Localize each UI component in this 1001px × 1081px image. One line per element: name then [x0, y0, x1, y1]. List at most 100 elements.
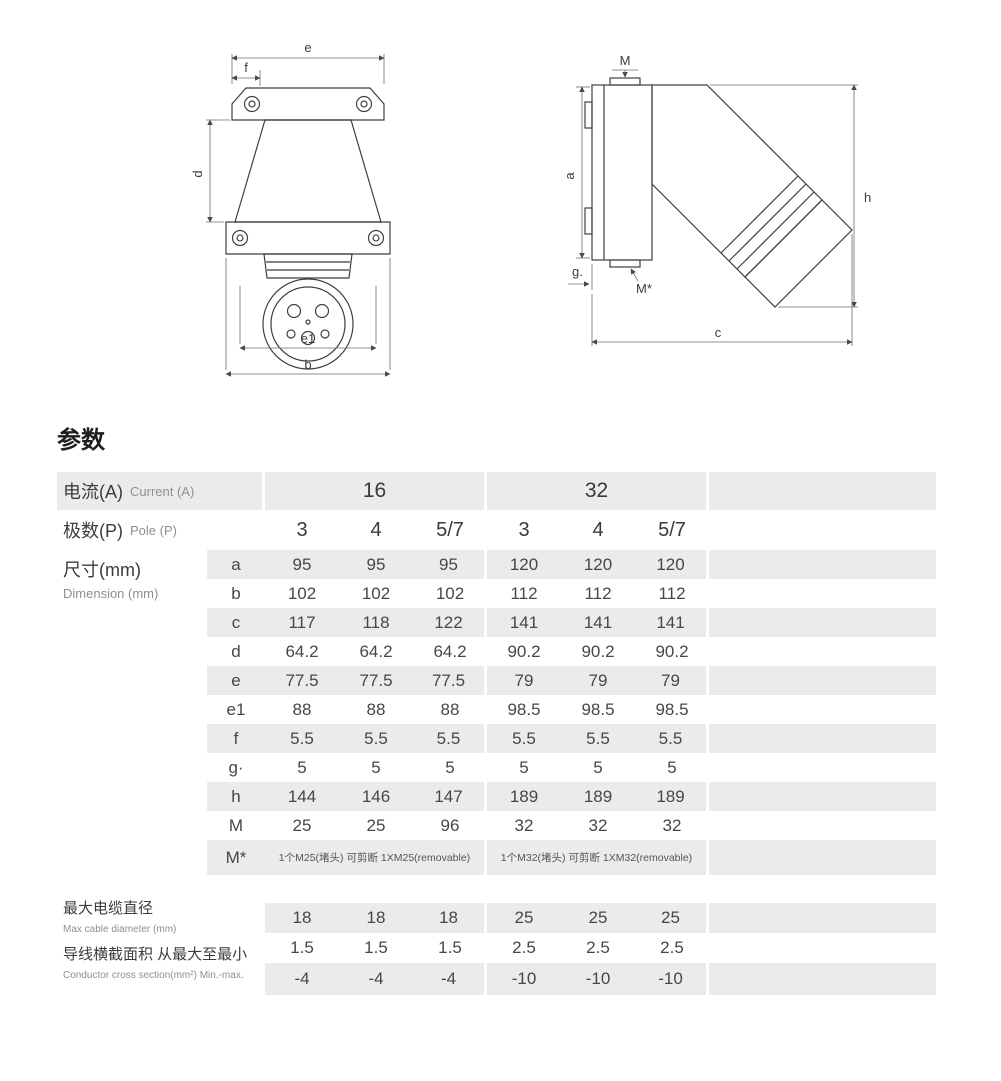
dimension-value: 96 — [440, 815, 460, 835]
pin — [300, 330, 316, 346]
front-view-dimension-lines — [206, 54, 391, 377]
max-cable-label: 最大电缆直径 Max cable diameter (mm) — [57, 900, 265, 935]
collar-outline — [263, 253, 353, 279]
dimension-value: 5.5 — [487, 724, 561, 753]
side-view-drawing: M a g. M* h c — [562, 53, 871, 346]
dimension-value: 102 — [435, 583, 465, 603]
dimension-value: 5 — [667, 757, 677, 777]
spacer — [57, 811, 207, 840]
pin — [305, 319, 311, 325]
dimension-key: a — [207, 550, 265, 579]
dimension-value: 98.5 — [507, 699, 541, 719]
max-cable-label-en: Max cable diameter (mm) — [63, 924, 177, 935]
dimension-value: 79 — [561, 666, 635, 695]
dimension-value: 102 — [287, 583, 317, 603]
table-trailing-cell — [709, 637, 936, 666]
table-row-m-star: M* 1个M25(堵头) 可剪断 1XM25(removable) 1个M32(… — [57, 840, 936, 875]
dimension-value: 95 — [265, 550, 339, 579]
side-view-labels: M a g. M* h c — [562, 53, 871, 340]
table-row: b 102 102 102 112 112 112 — [57, 579, 936, 608]
table-row: e 77.5 77.5 77.5 79 79 79 — [57, 666, 936, 695]
m-star-32-note: 1个M32(堵头) 可剪断 1XM32(removable) — [487, 840, 709, 875]
dimension-value: 79 — [635, 666, 709, 695]
screw-hole — [367, 229, 385, 247]
dimension-value: 120 — [487, 550, 561, 579]
front-view-geometry — [225, 87, 391, 370]
table-trailing-cell — [709, 724, 936, 753]
mount-tab — [584, 101, 593, 129]
spacer — [57, 840, 207, 875]
conductor-label-en: Conductor cross section(mm²) Min.-max. — [63, 970, 244, 981]
pole-label: 极数(P) Pole (P) — [57, 510, 265, 550]
m-star-16-note: 1个M25(堵头) 可剪断 1XM25(removable) — [265, 840, 487, 875]
screw-hole — [231, 229, 249, 247]
table-row-conductor: 导线横截面积 从最大至最小 Conductor cross section(mm… — [57, 933, 936, 995]
table-trailing-cell — [709, 579, 936, 608]
spacer — [57, 782, 207, 811]
dimension-value: 112 — [584, 583, 612, 603]
dim-label-d: d — [190, 170, 205, 177]
max-cable-value: 25 — [561, 903, 635, 933]
table-trailing-cell — [709, 608, 936, 637]
dimension-value: 88 — [440, 699, 460, 719]
table-gap — [57, 875, 936, 903]
dimension-value: 112 — [510, 583, 538, 603]
table-trailing-cell — [709, 753, 936, 782]
angled-body-outline — [651, 84, 823, 278]
conductor-value-max: -4 — [339, 963, 413, 995]
dimension-key: e1 — [226, 699, 246, 719]
table-trailing-cell — [709, 782, 936, 811]
bottom-gland-boss — [609, 259, 641, 268]
dimension-value: 77.5 — [339, 666, 413, 695]
dimension-key: e — [207, 666, 265, 695]
current-group-32: 32 — [487, 472, 709, 510]
dimension-value: 5.5 — [635, 724, 709, 753]
pole-value: 3 — [296, 518, 308, 541]
page-title: 参数 — [57, 427, 105, 454]
conductor-label: 导线横截面积 从最大至最小 Conductor cross section(mm… — [57, 933, 265, 995]
pin — [286, 329, 296, 339]
mount-tab — [584, 207, 593, 235]
conductor-value-max: -10 — [635, 963, 709, 995]
table-trailing-cell — [709, 472, 936, 510]
table-row: M 25 25 96 32 32 32 — [57, 811, 936, 840]
top-flange-outline — [231, 87, 385, 121]
dimension-value: 102 — [361, 583, 391, 603]
dimension-value: 5 — [371, 757, 381, 777]
dimension-value: 5.5 — [339, 724, 413, 753]
table-trailing-cell — [709, 963, 936, 995]
spacer — [57, 608, 207, 637]
dimension-value: 32 — [662, 815, 682, 835]
current-label-en: Current (A) — [130, 483, 195, 499]
table-row: d 64.2 64.2 64.2 90.2 90.2 90.2 — [57, 637, 936, 666]
dimension-value: 5 — [445, 757, 455, 777]
dimension-value: 88 — [366, 699, 386, 719]
dimension-value: 141 — [561, 608, 635, 637]
dimension-value: 90.2 — [581, 641, 615, 661]
dim-label-h: h — [864, 190, 871, 205]
dimension-value: 117 — [265, 608, 339, 637]
pole-label-en: Pole (P) — [130, 522, 177, 538]
spacer — [57, 666, 207, 695]
table-row-pole: 极数(P) Pole (P) 3 4 5/7 3 4 5/7 — [57, 510, 936, 550]
max-cable-value: 18 — [413, 903, 487, 933]
dimension-value: 88 — [292, 699, 312, 719]
bottom-flange-outline — [225, 221, 391, 255]
spacer — [57, 724, 207, 753]
conductor-value-min: 2.5 — [512, 938, 536, 957]
dimension-value: 120 — [635, 550, 709, 579]
table-row-max-cable: 最大电缆直径 Max cable diameter (mm) 18 18 18 … — [57, 900, 936, 935]
table-row: c 117 118 122 141 141 141 — [57, 608, 936, 637]
front-view-drawing: e f d e1 b — [190, 40, 391, 377]
dim-label-e1: e1 — [301, 331, 315, 346]
dimension-key: c — [207, 608, 265, 637]
dimension-value: 64.2 — [433, 641, 467, 661]
table-trailing-cell — [709, 903, 936, 933]
table-trailing-cell — [709, 840, 936, 875]
dimension-value: 90.2 — [655, 641, 689, 661]
max-cable-value: 18 — [265, 903, 339, 933]
table-trailing-cell — [709, 933, 936, 963]
dimension-value: 95 — [413, 550, 487, 579]
dimension-value: 79 — [487, 666, 561, 695]
